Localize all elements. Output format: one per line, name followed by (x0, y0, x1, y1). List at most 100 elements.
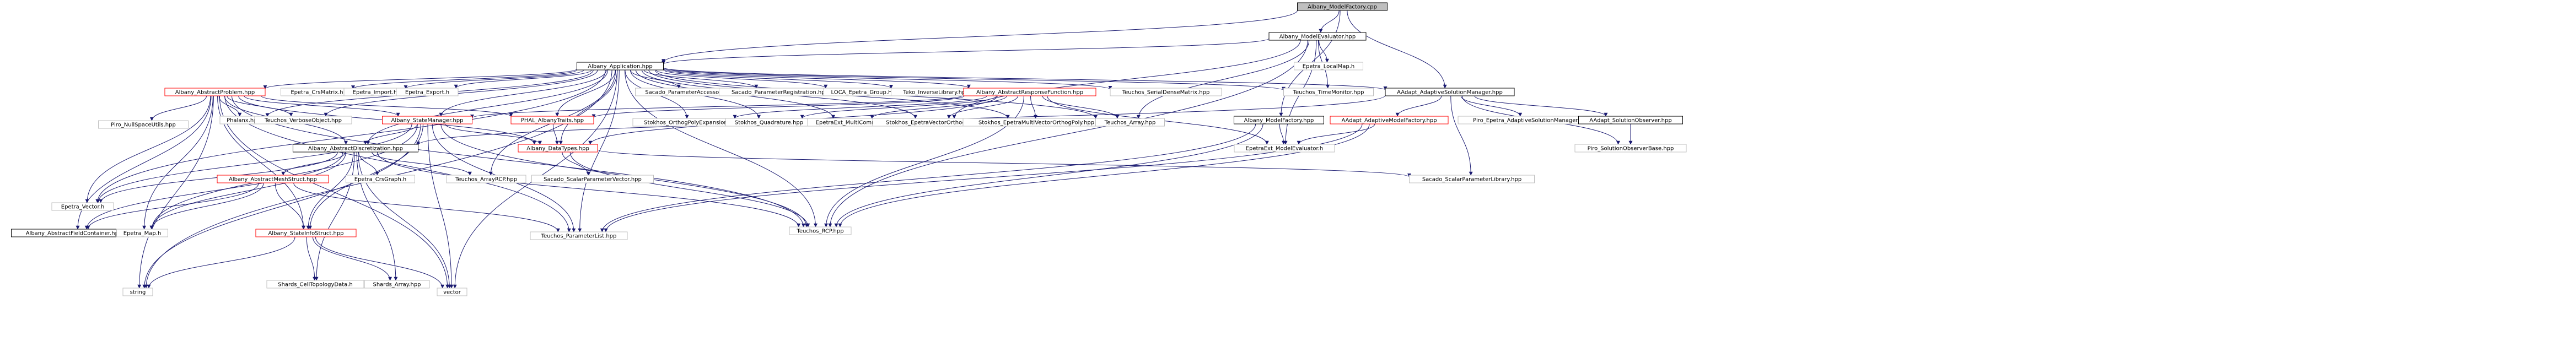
graph-node-state-manager-hpp[interactable]: Albany_StateManager.hpp (382, 116, 472, 124)
graph-node-adaptive-solution-manager-hpp[interactable]: AAdapt_AdaptiveSolutionManager.hpp (1385, 88, 1515, 96)
node-box (577, 62, 664, 71)
include-edge-state-info-struct-hpp-to-shards-array-hpp (312, 236, 392, 281)
node-label: Stokhos_Quadrature.hpp (735, 120, 803, 126)
include-edge-abstract-discretization-hpp-to-teuchos-rcp-hpp (377, 151, 801, 227)
graph-node-phal-albanytraits-hpp[interactable]: PHAL_AlbanyTraits.hpp (510, 116, 594, 124)
node-box (1110, 88, 1222, 96)
include-edge-abstract-response-function-hpp-to-stokhos-epetravectororthogpoly-hpp (946, 95, 1019, 119)
graph-node-abstract-mesh-struct-hpp[interactable]: Albany_AbstractMeshStruct.hpp (217, 175, 329, 183)
graph-node-epetra-crsgraph-h: Epetra_CrsGraph.h (346, 175, 415, 183)
graph-node-modelfactory-cpp[interactable]: Albany_ModelFactory.cpp (1297, 2, 1388, 11)
include-edge-model-evaluator-hpp-to-epetra-localmap-h (1319, 40, 1329, 63)
node-label: Albany_ModelEvaluator.hpp (1279, 34, 1356, 40)
include-edge-abstract-problem-hpp-to-piro-nullspaceutils-hpp (149, 95, 207, 121)
graph-node-abstract-discretization-hpp[interactable]: Albany_AbstractDiscretization.hpp (293, 144, 418, 153)
include-edge-modelfactory-cpp-to-model-evaluator-hpp (1319, 10, 1340, 33)
node-box (510, 116, 594, 124)
node-box (437, 288, 467, 296)
node-box (446, 175, 526, 183)
include-edge-application-hpp-to-epetra-crsmatrix-h (351, 69, 577, 90)
include-edge-phal-albanytraits-hpp-to-data-types-hpp (552, 123, 560, 145)
graph-node-state-info-struct-hpp[interactable]: Albany_StateInfoStruct.hpp (255, 229, 357, 237)
graph-node-sacado-scalarparametervector-hpp: Sacado_ScalarParameterVector.hpp (531, 175, 654, 183)
include-edge-abstract-mesh-struct-hpp-to-abstract-field-container-hpp (86, 182, 259, 230)
graph-node-epetra-localmap-h: Epetra_LocalMap.h (1294, 62, 1363, 71)
node-label: Albany_AbstractProblem.hpp (175, 90, 255, 96)
graph-node-model-evaluator-hpp[interactable]: Albany_ModelEvaluator.hpp (1268, 32, 1367, 41)
graph-node-string: string (122, 288, 153, 296)
include-edge-state-manager-hpp-to-abstract-discretization-hpp (363, 123, 418, 145)
include-edge-adaptive-model-factory-hpp-to-teuchos-parameterlist-hpp (604, 123, 1363, 232)
node-box (1297, 2, 1388, 11)
node-box (963, 88, 1096, 96)
graph-node-application-hpp[interactable]: Albany_Application.hpp (577, 62, 664, 71)
include-edge-model-evaluator-hpp-to-application-hpp (662, 38, 1270, 65)
graph-node-abstract-problem-hpp[interactable]: Albany_AbstractProblem.hpp (164, 88, 266, 96)
include-edge-application-hpp-to-epetra-export-h (454, 69, 592, 89)
graph-node-teuchos-serialdensematrix-hpp: Teuchos_SerialDenseMatrix.hpp (1110, 88, 1222, 96)
node-label: AAdapt_AdaptiveModelFactory.hpp (1341, 118, 1437, 124)
graph-node-teuchos-array-hpp: Teuchos_Array.hpp (1095, 118, 1165, 127)
node-box (1409, 175, 1535, 183)
node-label: string (130, 290, 146, 296)
node-label: vector (443, 290, 461, 296)
graph-node-epetra-vector-h: Epetra_Vector.h (51, 202, 114, 211)
node-label: Teuchos_Array.hpp (1104, 120, 1156, 126)
graph-node-data-types-hpp[interactable]: Albany_DataTypes.hpp (518, 144, 598, 153)
include-edge-abstract-discretization-hpp-to-epetra-map-h (150, 151, 346, 230)
graph-node-model-factory-hpp[interactable]: Albany_ModelFactory.hpp (1234, 116, 1324, 124)
node-label: Shards_Array.hpp (373, 282, 421, 288)
node-box (396, 88, 459, 96)
node-label: Albany_ModelFactory.cpp (1308, 4, 1377, 10)
include-edge-model-factory-hpp-to-teuchos-parameterlist-hpp (600, 123, 1256, 232)
node-box (789, 226, 852, 235)
node-label: Teko_InverseLibrary.hpp (902, 90, 969, 96)
node-label: EpetraExt_MultiComm.h (816, 120, 883, 126)
node-box (122, 288, 153, 296)
include-edge-abstract-response-function-hpp-to-stokhos-epetramultivectororthogpoly-hpp (1030, 95, 1037, 119)
node-label: Epetra_Vector.h (61, 204, 104, 210)
graph-node-adaptive-model-factory-hpp[interactable]: AAdapt_AdaptiveModelFactory.hpp (1330, 116, 1449, 124)
node-label: Albany_AbstractMeshStruct.hpp (229, 177, 317, 183)
include-edge-abstract-problem-hpp-to-state-manager-hpp (244, 95, 400, 117)
graph-node-shards-celltopologydata-h: Shards_CellTopologyData.h (266, 280, 364, 289)
node-label: Albany_Application.hpp (588, 64, 652, 70)
graph-node-stokhos-epetramultivectororthogpoly-hpp: Stokhos_EpetraMultiVectorOrthogPoly.hpp (962, 118, 1110, 127)
include-edge-data-types-hpp-to-sacado-scalarparameterlibrary-hpp (597, 149, 1411, 177)
include-edge-application-hpp-to-phal-albanytraits-hpp (555, 69, 616, 117)
include-edge-abstract-discretization-hpp-to-state-info-struct-hpp (306, 151, 354, 230)
node-box (293, 144, 418, 153)
graph-node-epetra-map-h: Epetra_Map.h (116, 229, 168, 237)
node-label: AAdapt_SolutionObserver.hpp (1589, 118, 1671, 124)
include-edge-application-hpp-to-epetra-import-h (404, 69, 584, 89)
include-edge-abstract-response-function-hpp-to-state-manager-hpp (470, 95, 964, 118)
node-label: Teuchos_ArrayRCP.hpp (455, 177, 517, 183)
graph-node-teuchos-verboseobject-hpp: Teuchos_VerboseObject.hpp (254, 116, 352, 124)
node-box (530, 231, 628, 240)
include-edge-abstract-discretization-hpp-to-shards-celltopologydata-h (314, 151, 355, 281)
include-edge-application-hpp-to-teuchos-parameterlist-hpp (578, 69, 620, 232)
node-label: Albany_AbstractResponseFunction.hpp (976, 90, 1083, 96)
node-layer: Albany_ModelFactory.cppAlbany_ModelEvalu… (11, 2, 1687, 296)
node-label: Sacado_ParameterAccessor.hpp (645, 90, 733, 96)
graph-node-sacado-parameteraccessor-hpp: Sacado_ParameterAccessor.hpp (635, 88, 743, 96)
graph-node-abstract-response-function-hpp[interactable]: Albany_AbstractResponseFunction.hpp (963, 88, 1096, 96)
node-label: Albany_AbstractDiscretization.hpp (308, 146, 403, 152)
graph-node-piro-nullspaceutils-hpp: Piro_NullSpaceUtils.hpp (98, 120, 189, 129)
node-box (1294, 62, 1363, 71)
include-edge-adaptive-solution-manager-hpp-to-adaptive-model-factory-hpp (1395, 95, 1442, 117)
include-edge-state-info-struct-hpp-to-vector (315, 236, 445, 289)
include-edge-application-hpp-to-state-manager-hpp (439, 69, 607, 117)
node-box (1283, 88, 1374, 96)
include-edge-abstract-mesh-struct-hpp-to-state-info-struct-hpp (275, 182, 306, 230)
include-edge-model-evaluator-hpp-to-teuchos-rcp-hpp (828, 40, 1308, 227)
include-edge-application-hpp-to-abstract-discretization-hpp (366, 69, 608, 145)
node-box (1578, 116, 1683, 124)
node-label: Phalanx.hpp (227, 118, 261, 124)
include-edge-abstract-discretization-hpp-to-teuchos-arrayrcp-hpp (372, 151, 472, 176)
include-edge-state-manager-hpp-to-epetra-vector-h (96, 123, 412, 203)
include-edge-state-info-struct-hpp-to-shards-celltopologydata-h (306, 236, 317, 281)
include-edge-abstract-problem-hpp-to-epetra-vector-h (85, 95, 211, 203)
graph-node-solution-observer-hpp[interactable]: AAdapt_SolutionObserver.hpp (1578, 116, 1683, 124)
node-label: LOCA_Epetra_Group.H (831, 90, 892, 96)
